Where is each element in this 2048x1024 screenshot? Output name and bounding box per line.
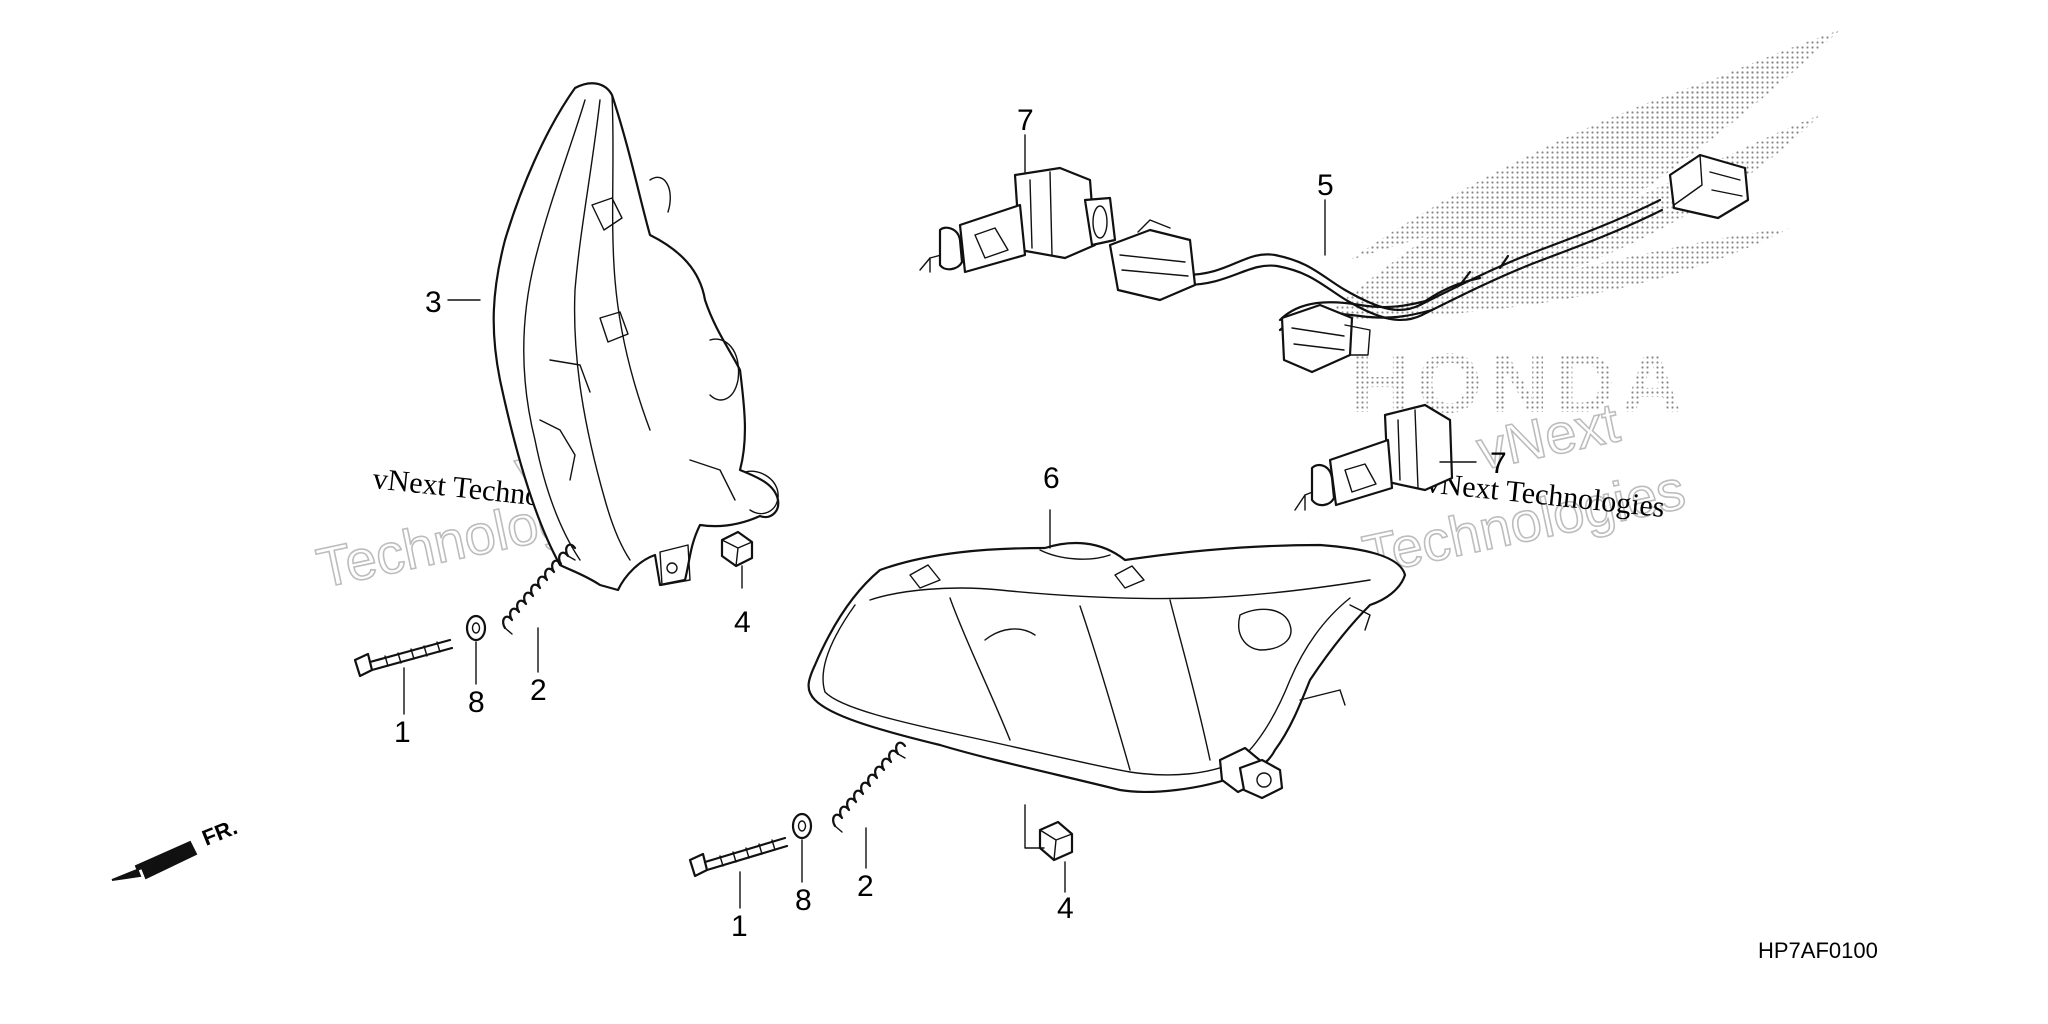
wiring-harness-part (1108, 153, 1750, 374)
callout-3: 3 (425, 286, 442, 319)
callout-8-lower: 8 (795, 884, 812, 917)
spring-lower-part (832, 741, 907, 833)
bulb-lower-part (1294, 403, 1454, 511)
washer-lower-part (791, 812, 813, 840)
washer-upper-part (465, 614, 487, 642)
reference-code: HP7AF0100 (1758, 938, 1878, 963)
headlight-assembly-part (807, 541, 1407, 800)
front-marker-label: FR. (199, 814, 241, 850)
callout-4-upper: 4 (734, 606, 751, 639)
callout-7-upper: 7 (1017, 104, 1034, 137)
callout-2-upper: 2 (530, 674, 547, 707)
nut-lower-part (1038, 820, 1074, 862)
front-direction-arrow-icon (111, 840, 198, 881)
callout-4-lower: 4 (1057, 892, 1074, 925)
honda-wing-logo (1320, 30, 1840, 320)
callout-2-lower: 2 (857, 870, 874, 903)
bulb-upper-part (919, 166, 1117, 274)
callout-5: 5 (1317, 169, 1334, 202)
spring-upper-part (502, 543, 577, 635)
callout-8-upper: 8 (468, 686, 485, 719)
bolt-lower-part (688, 836, 789, 878)
leader-lines (447, 134, 1477, 849)
headlight-cover-part (492, 82, 780, 592)
callout-6: 6 (1043, 462, 1060, 495)
callout-1-upper: 1 (394, 716, 411, 749)
callout-numbers: 3 7 5 6 7 4 4 1 1 8 8 2 2 (394, 104, 1507, 943)
callout-1-lower: 1 (731, 910, 748, 943)
nut-upper-part (720, 530, 754, 568)
callout-connectors (403, 627, 1066, 909)
bolt-upper-part (353, 638, 454, 678)
callout-7-lower: 7 (1490, 447, 1507, 480)
